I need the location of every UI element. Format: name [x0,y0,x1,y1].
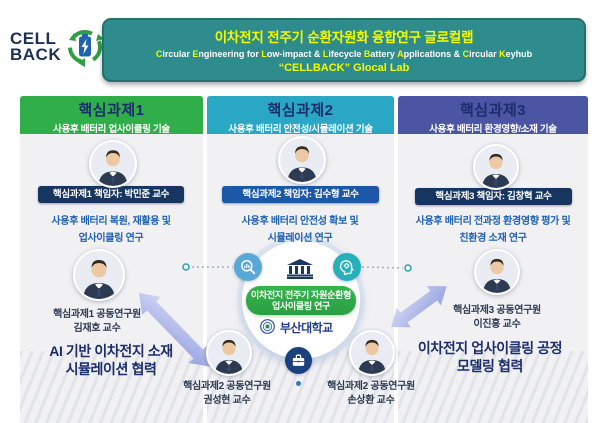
briefcase-icon [285,347,312,374]
banner-subtitle: Circular Engineering for Low-impact & Li… [155,49,533,59]
column-task2-subtitle: 사용후 배터리 안전성/시뮬레이션 기술 [228,124,373,135]
column-task1-header: 핵심과제1 사용후 배터리 업사이클링 기술 [20,96,203,135]
task1-coresearcher-name: 김재호 교수 [73,323,121,334]
banner-tagline: “CELLBACK” Glocal Lab [278,62,410,74]
task1-statement-line2: 시뮬레이션 협력 [65,361,157,377]
task2-desc-line1: 사용후 배터리 안전성 확보 및 [241,216,359,227]
task3-desc-line1: 사용후 배터리 전과정 환경영향 평가 및 [415,216,571,227]
university-seal-icon [260,319,275,334]
cellback-logo: CELL BACK [10,26,106,68]
task1-coresearcher-role: 핵심과제1 공동연구원 [53,309,141,320]
column-task3-header: 핵심과제3 사용후 배터리 환경영향/소재 기술 [398,96,588,135]
task2-coresearcher2-name: 손상환 교수 [347,395,395,406]
avatar-task2-lead [278,136,326,184]
task2-coresearcher2-role: 핵심과제2 공동연구원 [327,381,415,392]
logo-line-back: BACK [10,45,62,64]
avatar-task2-coresearcher-2 [349,330,395,376]
logo-line-cell: CELL [10,29,57,48]
task3-coresearcher-name: 이진홍 교수 [473,319,521,330]
university-name: 부산대학교 [280,321,333,335]
university-building-icon [287,259,313,279]
column-task2-title: 핵심과제2 [267,102,334,119]
column-task3-title: 핵심과제3 [459,102,527,119]
column-task1-subtitle: 사용후 배터리 업사이클링 기술 [53,124,170,135]
avatar-task2-coresearcher-1 [206,330,252,376]
avatar-task1-coresearcher [73,249,125,301]
mind-process-icon [333,253,361,281]
task3-desc-line2: 친환경 소재 연구 [459,233,527,244]
column-task2-header: 핵심과제2 사용후 배터리 안전성/시뮬레이션 기술 [207,96,394,135]
logo-wordmark: CELL BACK [10,29,62,64]
column-task1-title: 핵심과제1 [78,102,145,119]
hub-connector-dot [296,381,301,386]
task1-desc-line2: 업사이클링 연구 [78,233,144,244]
banner-title-korean: 이차전지 전주기 순환자원화 융합연구 글로컬랩 [214,30,474,45]
task3-statement-line2: 모델링 협력 [457,358,523,374]
hub-pill-line2: 업사이클링 연구 [271,301,331,311]
recycle-battery-icon [68,30,105,67]
column-task3-subtitle: 사용후 배터리 환경영향/소재 기술 [429,124,557,135]
task2-coresearcher1-role: 핵심과제2 공동연구원 [183,381,271,392]
task3-coresearcher-role: 핵심과제3 공동연구원 [453,305,541,316]
task2-lead-badge: 핵심과제2 책임자: 김수형 교수 [222,186,379,203]
avatar-task3-lead [473,144,519,190]
task3-lead-badge: 핵심과제3 책임자: 김창혁 교수 [415,188,572,205]
task3-statement-line1: 이차전지 업사이클링 공정 [417,340,563,356]
avatar-task3-coresearcher [474,249,520,295]
task2-coresearcher1-name: 권성현 교수 [203,395,251,406]
avatar-task1-lead [89,140,137,188]
task1-desc-line1: 사용후 배터리 복원, 재활용 및 [51,216,171,227]
task1-lead-badge: 핵심과제1 책임자: 박민준 교수 [38,186,184,203]
task2-desc-line2: 시뮬레이션 연구 [267,233,333,244]
task1-statement-line1: AI 기반 이차전지 소재 [49,343,173,359]
search-analytics-icon [234,253,262,281]
hub-research-pill: 이차전지 전주기 자원순환형 업사이클링 연구 [246,286,356,315]
title-banner: 이차전지 전주기 순환자원화 융합연구 글로컬랩 Circular Engine… [102,18,586,82]
hub-pill-line1: 이차전지 전주기 자원순환형 [250,290,352,300]
